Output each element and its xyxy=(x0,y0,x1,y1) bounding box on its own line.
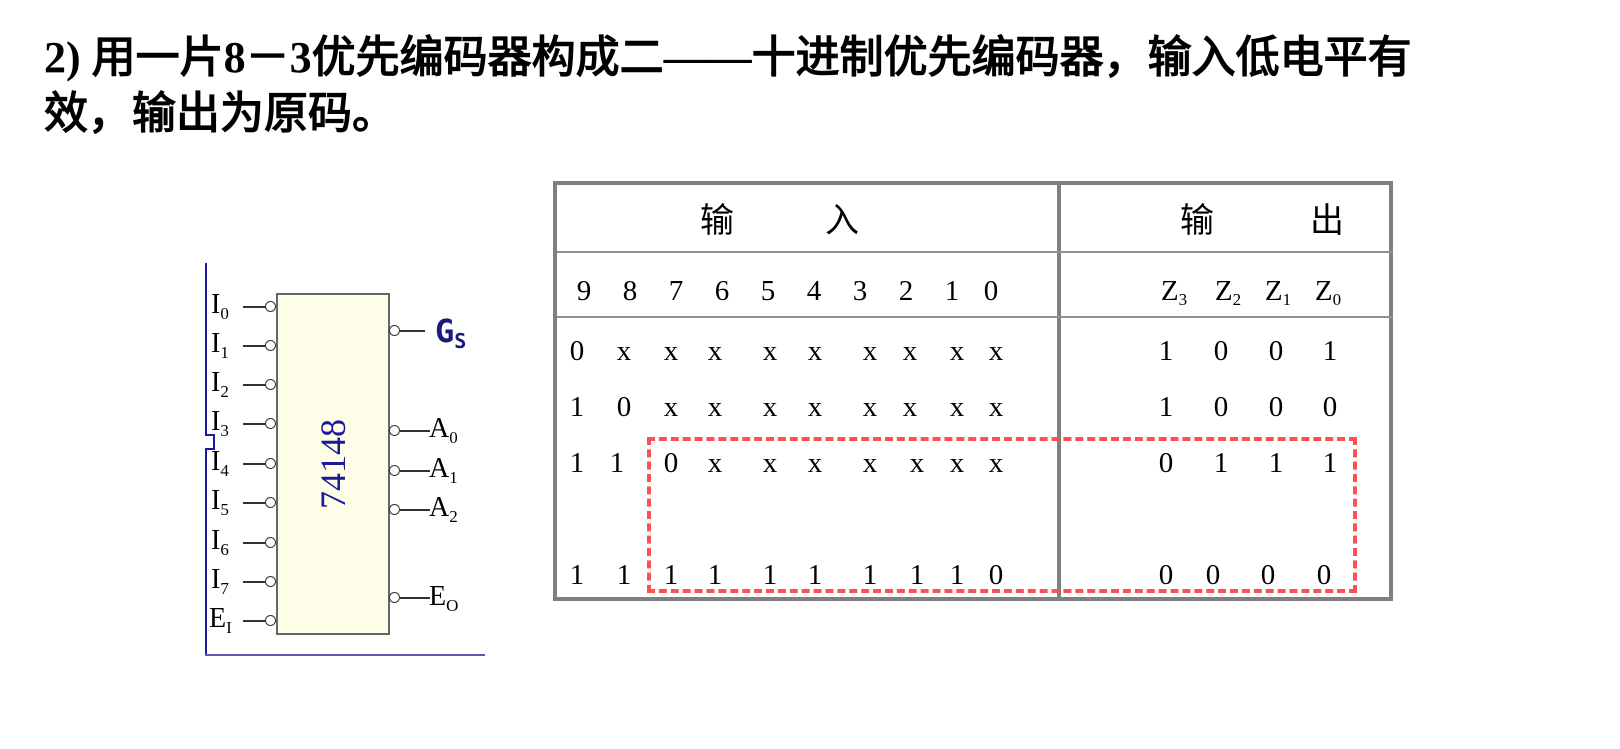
input-header-char-1: 输 xyxy=(700,203,734,240)
problem-statement: 2) 用一片8－3优先编码器构成二——十进制优先编码器，输入低电平有 效，输出为… xyxy=(44,30,1604,142)
input-header-char-2: 入 xyxy=(825,203,859,240)
chip-label: 74148 xyxy=(313,419,353,509)
bus-bottom-line xyxy=(205,654,485,656)
output-header-char-2: 出 xyxy=(1310,203,1344,240)
header-divider xyxy=(557,251,1393,253)
chip-74148: 74148 xyxy=(276,293,390,635)
highlight-dashed-box xyxy=(647,437,1357,593)
input-output-divider xyxy=(1057,185,1061,597)
output-header-char-1: 输 xyxy=(1180,203,1214,240)
encoder-74148-diagram: 74148 I0 I1 I2 I3 I4 I5 I6 I7 EI GS xyxy=(195,255,505,675)
truth-table: 输 入 输 出 9 8 7 6 5 4 3 2 1 0 Z3 Z2 Z1 Z0 … xyxy=(553,181,1393,601)
input-bus-bracket xyxy=(205,263,207,656)
bus-bracket-notch xyxy=(205,434,215,450)
column-header-divider xyxy=(557,316,1393,318)
problem-line-1: 2) 用一片8－3优先编码器构成二——十进制优先编码器，输入低电平有 xyxy=(44,33,1412,82)
problem-line-2: 效，输出为原码。 xyxy=(44,89,396,138)
